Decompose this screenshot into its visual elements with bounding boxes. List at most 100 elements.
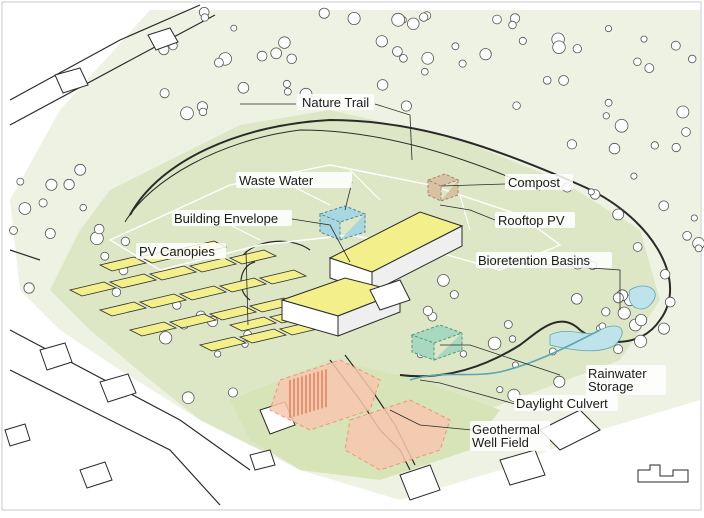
tree <box>17 178 24 185</box>
tree <box>615 119 628 132</box>
tree <box>509 21 517 29</box>
tree <box>39 199 47 207</box>
tree <box>480 49 491 60</box>
label-bioretention-basins: Bioretention Basins <box>478 253 591 268</box>
tree <box>635 335 647 347</box>
tree <box>238 82 249 93</box>
tree <box>660 270 670 280</box>
tree <box>614 345 623 354</box>
tree <box>408 18 420 30</box>
tree <box>613 209 624 220</box>
tree <box>228 388 237 397</box>
tree <box>112 288 121 297</box>
tree <box>45 229 55 239</box>
tree <box>46 179 57 190</box>
tree <box>634 58 642 66</box>
tree <box>121 237 129 245</box>
tree <box>543 76 551 84</box>
label-pv-canopies: PV Canopies <box>139 244 215 259</box>
tree <box>10 227 18 235</box>
tree <box>665 297 675 307</box>
tree <box>181 107 194 120</box>
tree <box>199 108 207 116</box>
tree <box>635 314 646 325</box>
tree <box>602 308 610 316</box>
label-daylight-culvert: Daylight Culvert <box>516 396 608 411</box>
tree <box>645 64 654 73</box>
tree <box>572 294 583 305</box>
tree <box>393 47 403 57</box>
tree <box>605 99 612 106</box>
tree <box>182 392 194 404</box>
tree <box>231 25 237 31</box>
tree <box>613 293 623 303</box>
tree <box>80 204 87 211</box>
tree <box>450 291 458 299</box>
tree <box>459 60 466 67</box>
tree <box>677 106 689 118</box>
label-geothermal-2: Well Field <box>472 435 529 450</box>
tree <box>159 332 171 344</box>
tree <box>24 283 34 293</box>
tree <box>460 351 466 357</box>
label-rooftop-pv: Rooftop PV <box>498 213 565 228</box>
tree <box>683 231 692 240</box>
tree <box>420 13 428 21</box>
tree <box>488 337 501 350</box>
tree <box>493 15 502 24</box>
label-compost: Compost <box>508 175 560 190</box>
tree <box>376 36 387 47</box>
tree <box>658 323 669 334</box>
tree <box>452 43 459 50</box>
tree <box>319 8 329 18</box>
tree <box>631 173 637 179</box>
tree <box>651 142 658 149</box>
tree <box>423 306 432 315</box>
tree <box>19 203 31 215</box>
tree <box>633 243 642 252</box>
tree <box>671 41 680 50</box>
tree <box>609 143 620 154</box>
tree <box>641 36 647 42</box>
tree <box>160 89 169 98</box>
tree <box>691 215 697 221</box>
label-building-envelope: Building Envelope <box>174 211 278 226</box>
tree <box>94 224 104 234</box>
tree <box>257 51 267 61</box>
tree <box>588 189 594 195</box>
tree <box>509 336 516 343</box>
tree <box>688 55 696 63</box>
tree <box>401 101 411 111</box>
tree <box>283 80 290 87</box>
tree <box>567 140 576 149</box>
tree <box>519 37 526 44</box>
tree <box>271 48 282 59</box>
tree <box>279 37 291 49</box>
tree <box>553 41 566 54</box>
tree <box>695 245 702 252</box>
tree <box>603 113 609 119</box>
tree <box>348 12 360 24</box>
tree <box>377 80 388 91</box>
tree <box>659 201 669 211</box>
tree <box>101 252 109 260</box>
tree <box>201 14 208 21</box>
label-rainwater-storage-2: Storage <box>588 379 634 394</box>
tree <box>284 88 291 95</box>
tree <box>554 376 565 387</box>
tree <box>497 387 503 393</box>
tree <box>504 321 512 329</box>
tree <box>64 179 74 189</box>
tree <box>672 143 680 151</box>
tree <box>605 26 611 32</box>
label-waste-water: Waste Water <box>239 173 314 188</box>
tree <box>422 52 434 64</box>
tree <box>682 128 691 137</box>
tree <box>513 102 521 110</box>
tree <box>438 275 450 287</box>
tree <box>559 76 569 86</box>
tree <box>287 54 297 64</box>
label-nature-trail: Nature Trail <box>302 95 369 110</box>
